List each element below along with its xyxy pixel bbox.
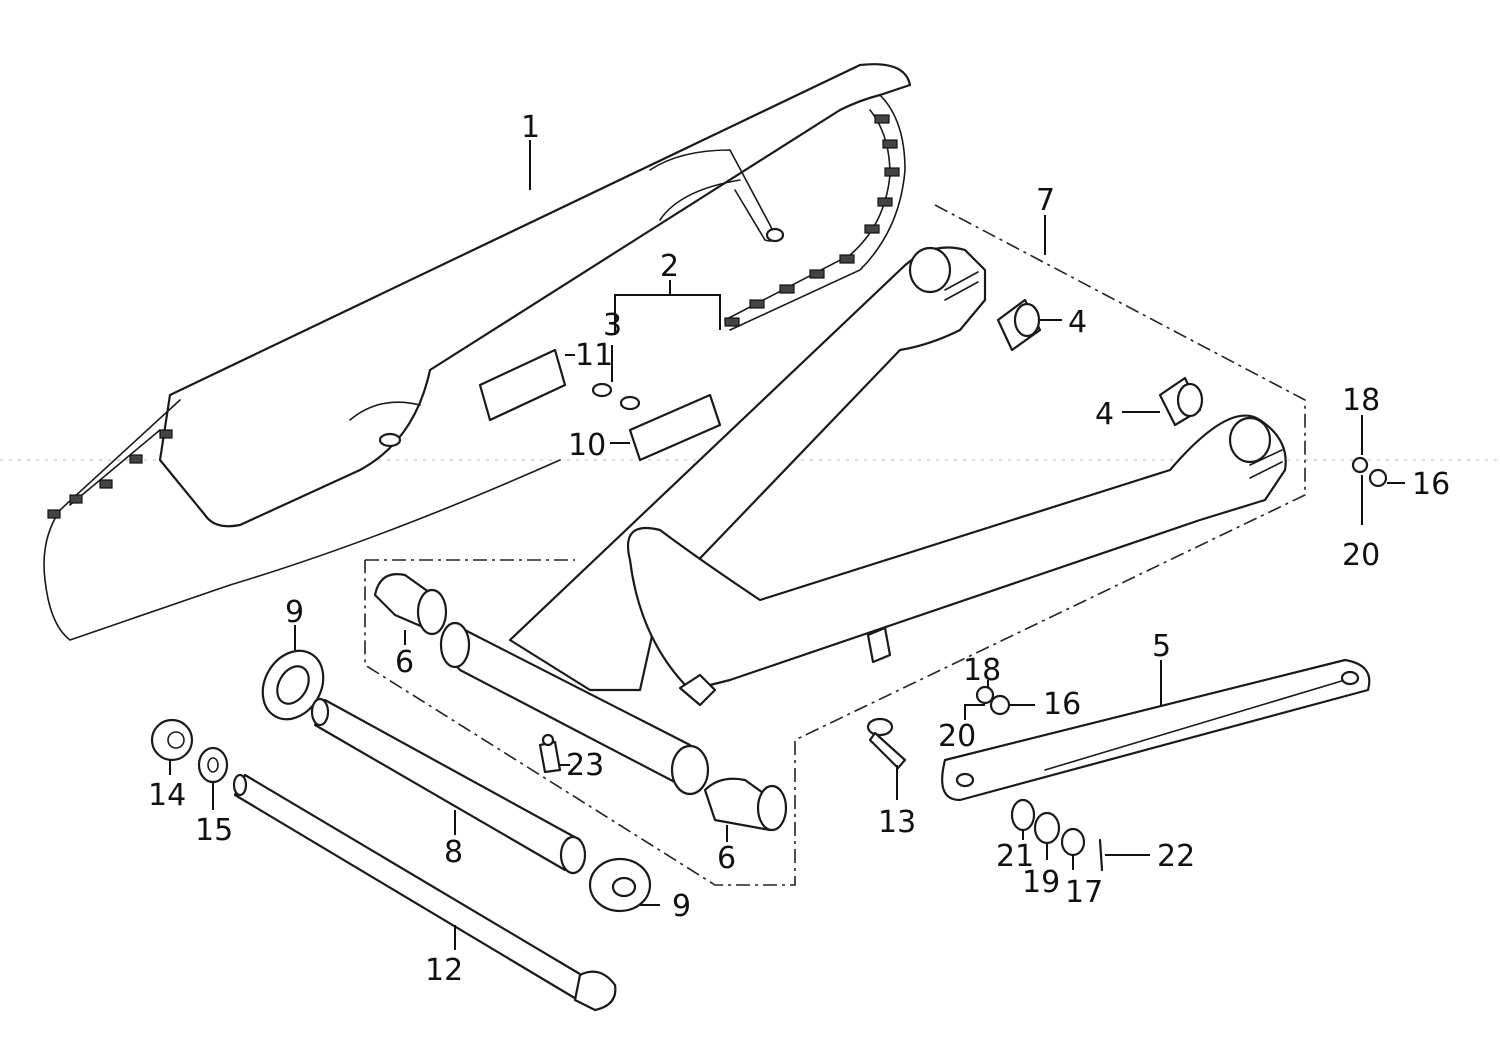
bolt-13 [866, 717, 907, 770]
grease-fitting-23 [538, 733, 562, 774]
screw-3 [591, 382, 641, 411]
callout-22: 22 [1157, 839, 1195, 874]
callout-7: 7 [1036, 183, 1055, 218]
callout-10: 10 [568, 428, 606, 463]
leader-lines [169, 140, 1405, 950]
callout-11: 11 [575, 338, 613, 373]
nut-14 [150, 718, 194, 762]
callout-21: 21 [996, 839, 1034, 874]
pivot-collar-8 [310, 697, 587, 875]
callout-9-upper: 9 [285, 595, 304, 630]
callout-19: 19 [1022, 865, 1060, 900]
bushing-6-left [373, 573, 448, 636]
bolt-18-20-16-lower [975, 685, 1011, 716]
torque-link-5 [941, 658, 1371, 802]
dust-seal-9-upper [261, 649, 325, 721]
caution-label-11 [478, 348, 567, 422]
callout-5: 5 [1152, 629, 1171, 664]
pivot-bolt-12 [232, 773, 617, 1012]
callout-4-lower: 4 [1095, 397, 1114, 432]
callout-18-upper: 18 [1342, 383, 1380, 418]
callout-20-lower: 20 [938, 719, 976, 754]
callout-6-left: 6 [395, 645, 414, 680]
callout-6-right: 6 [717, 841, 736, 876]
chain-case [43, 63, 912, 641]
callout-18-lower: 18 [963, 653, 1001, 688]
callout-17: 17 [1065, 875, 1103, 910]
callout-13: 13 [878, 805, 916, 840]
callout-15: 15 [195, 813, 233, 848]
bushing-6-right [703, 777, 788, 832]
washer-21 [1010, 798, 1036, 832]
callout-4-upper: 4 [1068, 305, 1087, 340]
callout-23: 23 [566, 748, 604, 783]
cotter-pin-22 [1098, 838, 1104, 872]
dust-seal-9-lower [588, 857, 652, 913]
washer-19 [1033, 811, 1061, 845]
callout-9-lower: 9 [672, 889, 691, 924]
callout-3: 3 [603, 308, 622, 343]
label-plate-10 [628, 393, 722, 462]
bolt-18-20-16-upper [1351, 456, 1388, 488]
swingarm [439, 246, 1287, 796]
bushing-4-upper [996, 298, 1042, 352]
callout-8: 8 [444, 835, 463, 870]
callout-1: 1 [521, 110, 540, 145]
callout-12: 12 [425, 953, 463, 988]
callout-labels: 1 2 3 11 10 7 4 4 18 16 20 5 6 9 18 16 2… [148, 110, 1450, 988]
nut-17 [1060, 827, 1086, 857]
callout-2: 2 [660, 249, 679, 284]
washer-15 [197, 746, 229, 784]
callout-16-lower: 16 [1043, 687, 1081, 722]
bushing-4-lower [1158, 376, 1204, 427]
callout-14: 14 [148, 778, 186, 813]
callout-16-upper: 16 [1412, 467, 1450, 502]
callout-20-upper: 20 [1342, 538, 1380, 573]
